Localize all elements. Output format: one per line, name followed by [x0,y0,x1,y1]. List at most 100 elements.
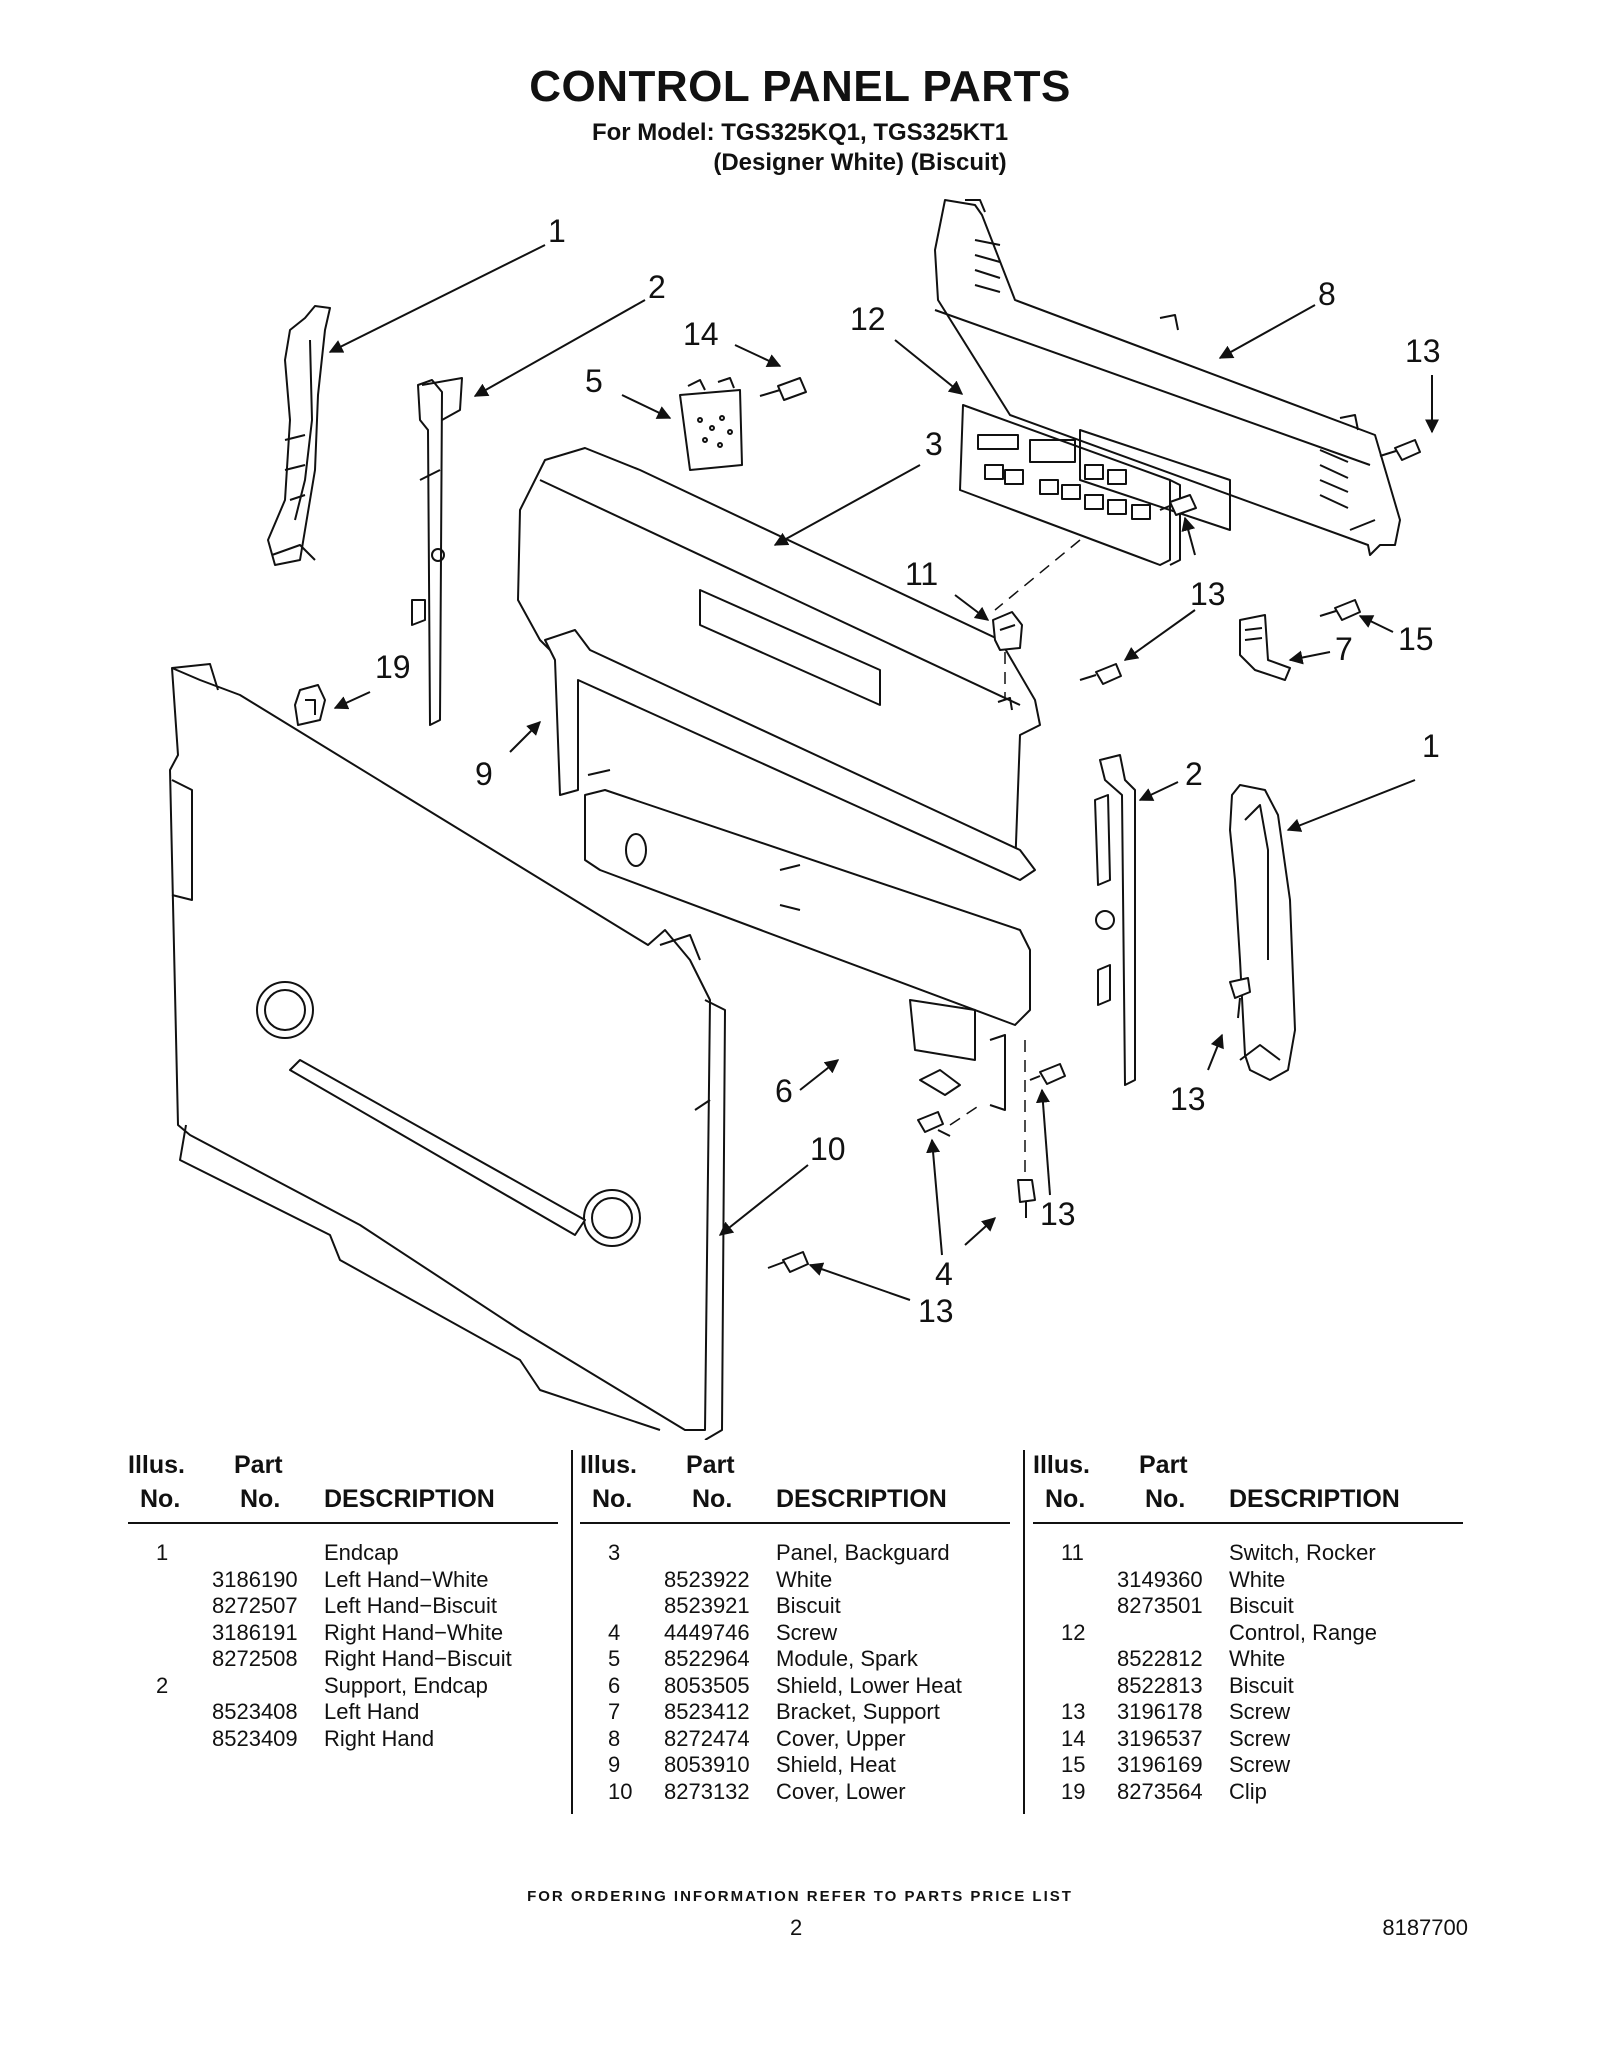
part-number-cell: 8053910 [664,1752,750,1777]
description-cell: Screw [1229,1699,1291,1724]
column-divider [571,1450,573,1814]
table-row: 8523922 White [580,1567,1010,1594]
illus-number-cell: 19 [1061,1778,1086,1804]
description-header: DESCRIPTION [1229,1485,1400,1513]
description-cell: Left Hand−Biscuit [324,1593,498,1618]
endcap-left-part [267,305,331,566]
part-number-cell: 3186191 [212,1619,298,1645]
illus-number-cell: 12 [1061,1619,1086,1645]
callout-13-right: 13 [1170,1081,1206,1117]
lower-cover-part [169,663,726,1440]
document-number: 8187700 [1382,1915,1468,1940]
callout-2-left: 2 [648,269,666,305]
part-number-cell: 8523412 [664,1699,750,1724]
part-number-cell: 8523921 [664,1593,750,1618]
model-line: For Model: TGS325KQ1, TGS325KT1 [591,119,1009,146]
description-cell: Screw [1229,1725,1291,1751]
illus-number-cell: 5 [608,1646,621,1671]
endcap-right-part [1229,784,1296,1081]
part-header-2: No. [692,1485,733,1513]
description-cell: White [1229,1646,1286,1671]
part-number-cell: 8523922 [664,1566,750,1592]
description-header: DESCRIPTION [324,1485,495,1513]
description-cell: Left Hand−White [324,1566,489,1592]
illus-number-cell: 14 [1061,1725,1086,1751]
illus-number-cell: 7 [608,1699,621,1724]
table-row: 7 8523412 Bracket, Support [580,1699,1010,1726]
callout-13-bottom: 13 [1040,1196,1076,1232]
table-header: Illus. No. Part No. DESCRIPTION [128,1450,558,1524]
callout-2-right: 2 [1185,756,1203,792]
part-number-cell: 4449746 [664,1619,750,1645]
part-number-cell: 8272507 [212,1593,298,1618]
part-number-cell: 3186190 [212,1566,298,1592]
illus-header-2: No. [1045,1485,1086,1513]
description-cell: Shield, Lower Heat [776,1672,962,1698]
part-header-1: Part [234,1451,283,1479]
part-number-cell: 3196178 [1117,1699,1203,1724]
callout-13-top-right: 13 [1405,333,1441,369]
heat-shield-part [544,629,1036,881]
exploded-parts-diagram: 1 2 14 12 8 13 5 3 11 13 15 7 19 9 2 1 1… [169,199,1441,1440]
part-number-cell: 8522812 [1117,1646,1203,1671]
illus-number-cell: 8 [608,1725,621,1751]
table-row: 9 8053910 Shield, Heat [580,1752,1010,1779]
part-number-cell: 8522813 [1117,1672,1203,1698]
callout-5: 5 [585,363,603,399]
part-number-cell: 8523409 [212,1725,298,1751]
part-header-2: No. [240,1485,281,1513]
description-cell: Bracket, Support [776,1699,940,1724]
part-number-cell: 8522964 [664,1646,750,1671]
rocker-switch-part [992,611,1023,651]
illus-header-1: Illus. [128,1451,185,1479]
description-header: DESCRIPTION [776,1485,947,1513]
column-divider [1023,1450,1025,1814]
callout-14: 14 [683,316,719,352]
callout-8: 8 [1318,276,1336,312]
illus-number-cell: 9 [608,1752,621,1777]
description-cell: Left Hand [324,1699,420,1724]
support-left-part [411,377,463,726]
description-cell: Right Hand−White [324,1619,504,1645]
callout-numbers: 1 2 14 12 8 13 5 3 11 13 15 7 19 9 2 1 1… [375,213,1441,1329]
table-row: 3186191 Right Hand−White [128,1620,558,1647]
description-cell: Shield, Heat [776,1752,896,1777]
callout-11: 11 [905,556,938,592]
callout-6: 6 [775,1073,793,1109]
description-cell: Panel, Backguard [776,1540,950,1565]
part-number-cell: 3196169 [1117,1752,1203,1777]
description-cell: Control, Range [1229,1619,1377,1645]
part-header-1: Part [1139,1451,1188,1479]
callout-13-lower: 13 [918,1293,954,1329]
description-cell: White [776,1566,833,1592]
color-line: (Designer White) (Biscuit) [713,149,1007,176]
illus-header-2: No. [592,1485,633,1513]
description-cell: Switch, Rocker [1229,1540,1376,1565]
backguard-panel-part [517,447,1041,871]
callout-13-control: 13 [1190,576,1226,612]
callout-7: 7 [1335,631,1353,667]
ordering-note: FOR ORDERING INFORMATION REFER TO PARTS … [527,1888,1073,1905]
illus-header-1: Illus. [1033,1451,1090,1479]
page-title: CONTROL PANEL PARTS [529,62,1071,111]
callout-4: 4 [935,1256,953,1292]
callout-1-right: 1 [1422,728,1440,764]
description-cell: Cover, Lower [776,1778,906,1804]
